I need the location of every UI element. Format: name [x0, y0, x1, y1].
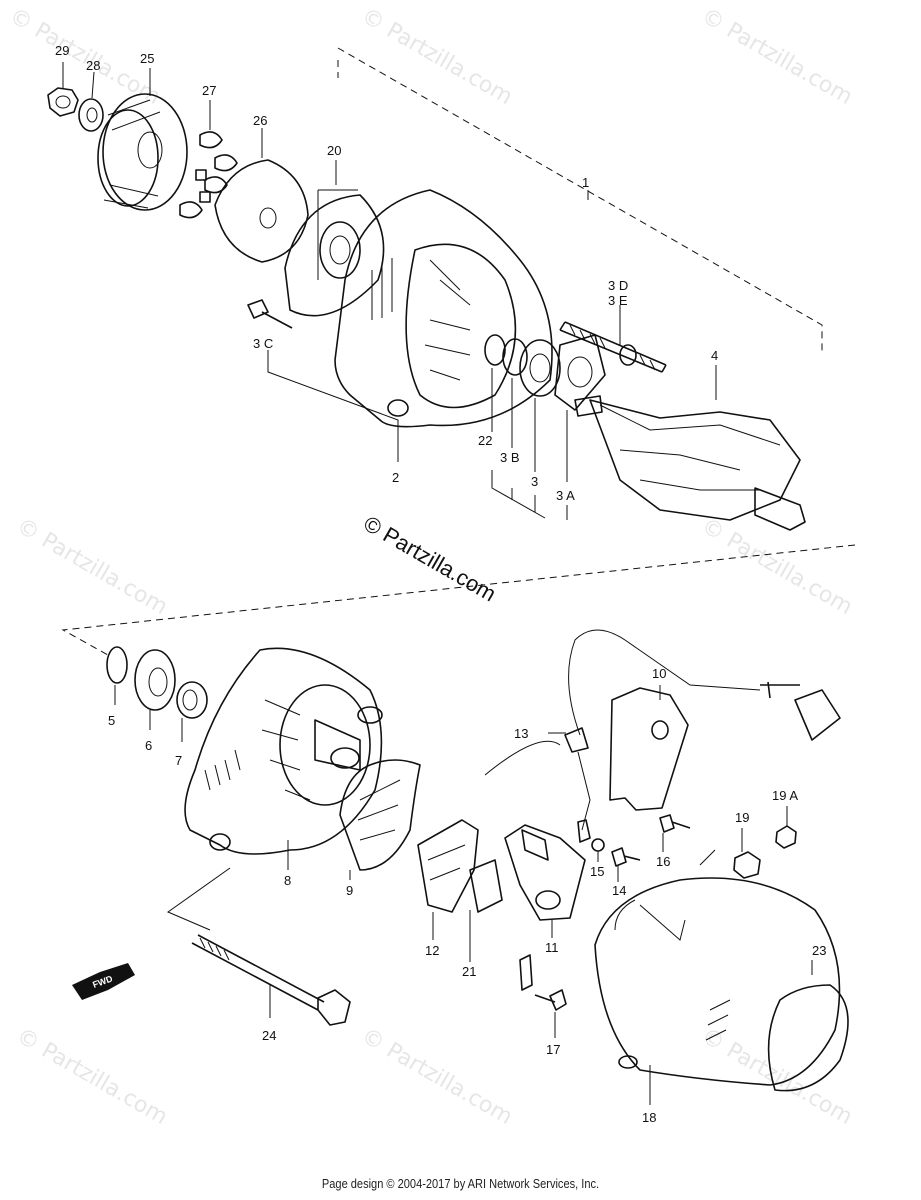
- part-8-rear-housing: [184, 647, 383, 870]
- part-22-spacer: [484, 334, 506, 432]
- callout-23: 23: [812, 943, 826, 958]
- assembly-outline-1: [61, 47, 856, 656]
- watermark: © Partzilla.com: [697, 4, 857, 111]
- callout-17: 17: [546, 1042, 560, 1057]
- part-5-washer: [106, 646, 128, 705]
- callout-20: 20: [327, 143, 341, 158]
- callout-27: 27: [202, 83, 216, 98]
- part-28-washer: [78, 71, 104, 132]
- callout-3a: 3 A: [556, 488, 575, 503]
- part-16-bolt: [659, 814, 691, 852]
- callout-9: 9: [346, 883, 353, 898]
- part-26-cover: [214, 128, 309, 263]
- part-20-bearing: [284, 160, 385, 317]
- part-3d-3e-stud: [559, 305, 667, 373]
- leader-24-shaft: [166, 867, 231, 931]
- part-2-front-housing: [334, 189, 553, 428]
- part-25-pulley: [97, 68, 188, 211]
- watermark: © Partzilla.com: [697, 1024, 857, 1131]
- watermark: © Partzilla.com: [357, 4, 517, 111]
- callout-3d: 3 D: [608, 278, 628, 293]
- callout-3: 3: [531, 474, 538, 489]
- callout-14: 14: [612, 883, 626, 898]
- callout-6: 6: [145, 738, 152, 753]
- callout-10: 10: [652, 666, 666, 681]
- part-9-rectifier-plate: [339, 759, 421, 880]
- callout-22: 22: [478, 433, 492, 448]
- watermark: © Partzilla.com: [12, 1024, 172, 1131]
- callout-4: 4: [711, 348, 718, 363]
- callout-2: 2: [392, 470, 399, 485]
- fwd-arrow-icon: FWD: [72, 963, 135, 1000]
- callout-1: 1: [582, 175, 589, 190]
- part-11-regulator: [504, 824, 586, 938]
- part-19-nut: [733, 828, 761, 879]
- part-21-brush: [469, 859, 503, 962]
- callout-12: 12: [425, 943, 439, 958]
- callout-18: 18: [642, 1110, 656, 1125]
- part-14-bolt: [611, 847, 641, 882]
- callout-3c: 3 C: [253, 336, 273, 351]
- page-footer: Page design © 2004-2017 by ARI Network S…: [321, 1176, 600, 1191]
- callout-19a: 19 A: [772, 788, 798, 803]
- callout-15: 15: [590, 864, 604, 879]
- leader-bracket-3: [491, 470, 568, 520]
- callout-3b: 3 B: [500, 450, 520, 465]
- callout-13: 13: [514, 726, 528, 741]
- watermark: © Partzilla.com: [12, 514, 172, 621]
- part-29-nut: [47, 62, 79, 117]
- callout-28: 28: [86, 58, 100, 73]
- callout-16: 16: [656, 854, 670, 869]
- part-17-terminal-screw: [519, 954, 567, 1038]
- part-7-spacer: [176, 681, 208, 742]
- callout-26: 26: [253, 113, 267, 128]
- part-3b-washer: [502, 338, 528, 448]
- part-12-brush-holder: [417, 819, 479, 940]
- callout-8: 8: [284, 873, 291, 888]
- callout-21: 21: [462, 964, 476, 979]
- part-4-rotor: [574, 365, 806, 531]
- callout-3e: 3 E: [608, 293, 628, 308]
- part-24-through-bolt: [191, 934, 351, 1026]
- callout-5: 5: [108, 713, 115, 728]
- callout-19: 19: [735, 810, 749, 825]
- part-3c-screw: [247, 299, 399, 462]
- center-watermark: © Partzilla.com: [360, 511, 501, 607]
- callout-25: 25: [140, 51, 154, 66]
- callout-labels: 29 28 25 27 26 20 1 3 D 3 E 4 3 C 2 22 3…: [55, 43, 826, 1125]
- watermark: © Partzilla.com: [697, 514, 857, 621]
- callout-29: 29: [55, 43, 69, 58]
- watermark: © Partzilla.com: [357, 1024, 517, 1131]
- part-10-cable-harness: [568, 629, 841, 811]
- part-3a-retainer: [554, 334, 606, 482]
- callout-24: 24: [262, 1028, 276, 1043]
- callout-7: 7: [175, 753, 182, 768]
- part-19a-nut: [775, 806, 797, 849]
- part-23-rear-cover: [594, 849, 849, 1105]
- part-27-spacer-set: [179, 100, 238, 219]
- part-13-wire-lead: [484, 727, 591, 843]
- callout-11: 11: [545, 940, 559, 955]
- part-3-bearing: [519, 339, 561, 472]
- part-6-bearing: [134, 649, 176, 730]
- part-15-nut: [591, 838, 605, 862]
